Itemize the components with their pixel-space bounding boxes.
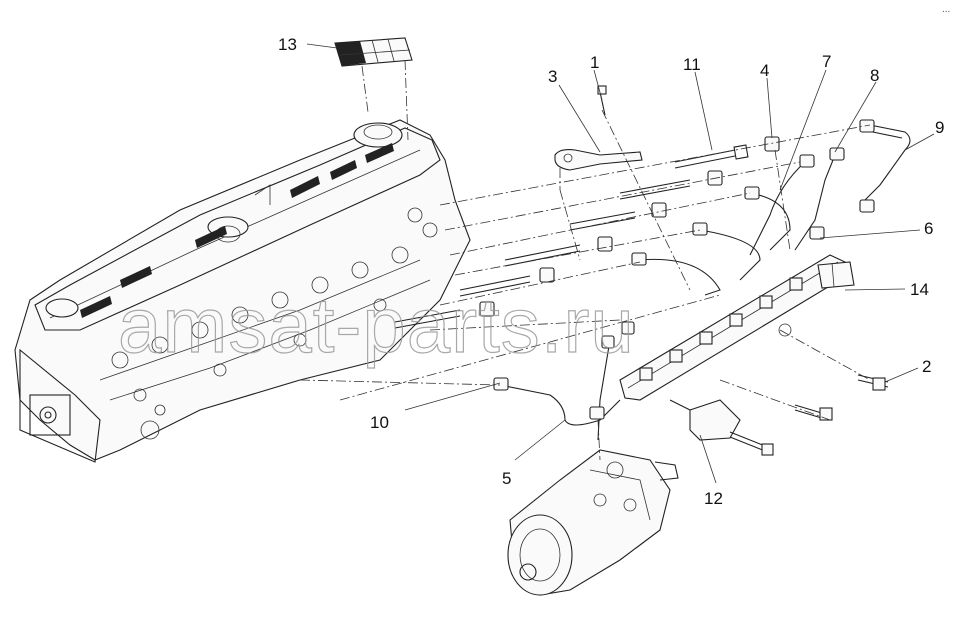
corner-mark: ... <box>942 4 950 15</box>
callout-13: 13 <box>278 35 297 54</box>
fuel-lines <box>493 119 911 441</box>
callout-3: 3 <box>548 67 557 86</box>
leader-lines <box>306 43 935 484</box>
callout-11: 11 <box>683 55 701 74</box>
callout-9: 9 <box>935 118 944 137</box>
callout-numbers: 1 2 3 4 5 6 7 8 9 10 11 12 13 14 <box>278 35 944 508</box>
callout-8: 8 <box>870 66 879 85</box>
fuel-pump <box>507 449 679 596</box>
callout-4: 4 <box>760 61 769 80</box>
watermark-text: amsat-parts.ru <box>118 281 635 369</box>
common-rail <box>619 254 889 421</box>
callout-14: 14 <box>910 280 929 299</box>
callout-7: 7 <box>822 52 831 71</box>
callout-5: 5 <box>502 469 511 488</box>
callout-1: 1 <box>590 53 599 72</box>
cylinder-head-assembly <box>14 119 471 463</box>
injector-parts <box>394 85 780 329</box>
bracket <box>554 149 643 190</box>
pump-bracket <box>669 399 774 456</box>
callout-2: 2 <box>922 357 931 376</box>
assembly-center-lines <box>299 109 871 461</box>
callout-6: 6 <box>924 219 933 238</box>
label-plate <box>334 37 413 141</box>
callout-10: 10 <box>370 413 389 432</box>
callout-12: 12 <box>704 489 723 508</box>
